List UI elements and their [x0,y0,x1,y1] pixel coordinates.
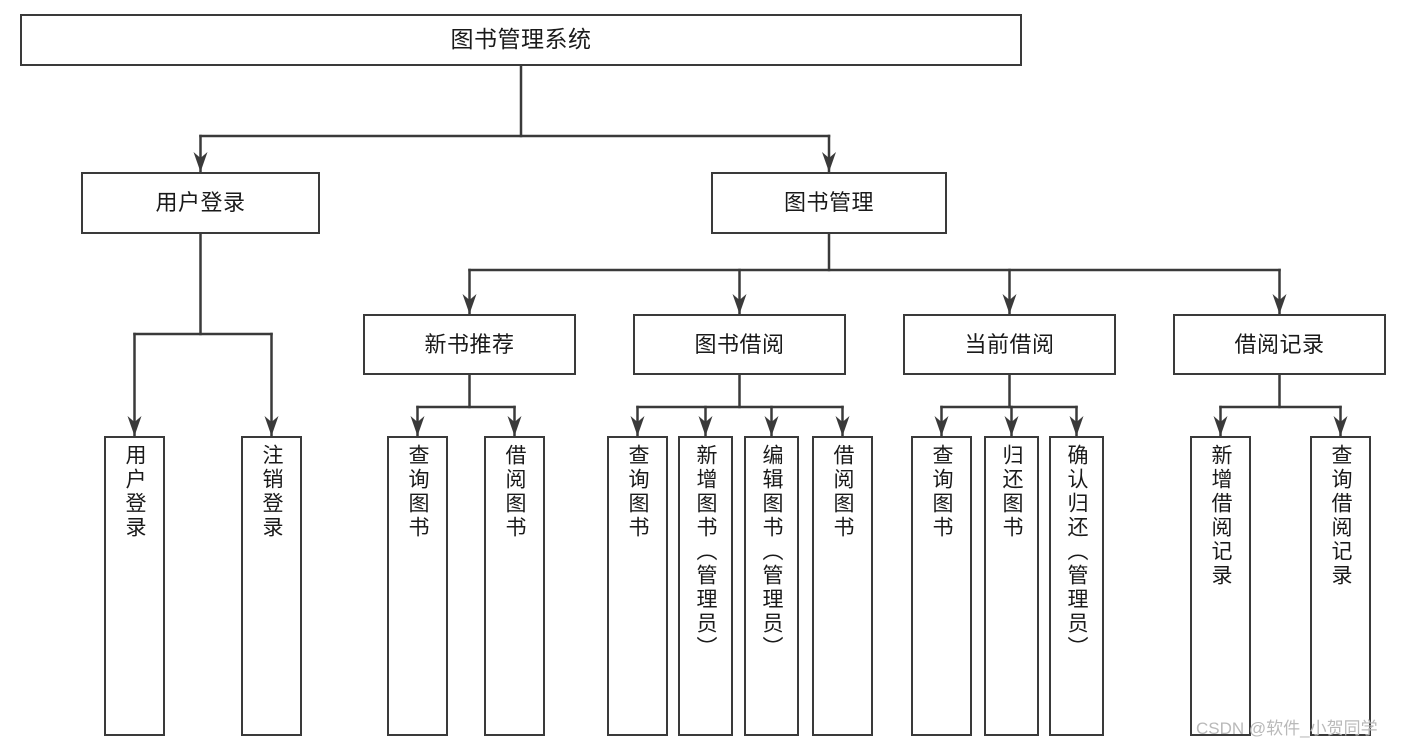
node-leaf-query-book-c[interactable]: 查询图书 [911,436,972,736]
connector-arrowhead [410,416,425,436]
connector-arrowhead [732,294,747,314]
connector-arrowhead [934,416,949,436]
node-label: 确认归还（管理员） [1065,444,1088,660]
node-label: 注销登录 [260,444,283,540]
node-leaf-borrow-book-b[interactable]: 借阅图书 [812,436,873,736]
connector-arrowhead [1069,416,1084,436]
node-leaf-confirm-return[interactable]: 确认归还（管理员） [1049,436,1104,736]
node-leaf-query-book-b[interactable]: 查询图书 [607,436,668,736]
connector-arrowhead [1333,416,1348,436]
node-leaf-query-record[interactable]: 查询借阅记录 [1310,436,1371,736]
node-label: 当前借阅 [964,331,1055,357]
connector-arrowhead [507,416,522,436]
connector-arrowhead [835,416,850,436]
connector-arrowhead [462,294,477,314]
node-label: 图书管理系统 [450,26,592,53]
connector-arrowhead [193,152,208,172]
node-label: 查询图书 [626,444,649,540]
connector-arrowhead [1213,416,1228,436]
connector-arrowhead [630,416,645,436]
node-leaf-user-login[interactable]: 用户登录 [104,436,165,736]
node-l2-new-book-rec[interactable]: 新书推荐 [363,314,576,375]
connector-arrowhead [1272,294,1287,314]
node-label: 新增借阅记录 [1209,444,1232,588]
node-l1-book-manage[interactable]: 图书管理 [711,172,947,234]
node-label: 图书借阅 [694,331,785,357]
node-label: 图书管理 [783,190,874,216]
connector-arrowhead [764,416,779,436]
node-l2-borrow-record[interactable]: 借阅记录 [1173,314,1386,375]
node-leaf-edit-book[interactable]: 编辑图书（管理员） [744,436,799,736]
connector-arrowhead [264,416,279,436]
node-l2-book-borrow[interactable]: 图书借阅 [633,314,846,375]
connector-arrowhead [822,152,836,172]
node-label: 查询借阅记录 [1329,444,1352,588]
node-leaf-add-record[interactable]: 新增借阅记录 [1190,436,1251,736]
watermark-label: CSDN @软件_小贺同学 [1196,719,1378,738]
node-label: 查询图书 [406,444,429,540]
node-leaf-query-book-a[interactable]: 查询图书 [387,436,448,736]
connector-arrowhead [1002,294,1017,314]
node-label: 用户登录 [155,190,246,216]
node-label: 归还图书 [1000,444,1023,540]
node-l1-user-login[interactable]: 用户登录 [81,172,320,234]
node-leaf-borrow-book-a[interactable]: 借阅图书 [484,436,545,736]
connector-arrowhead [1004,416,1019,436]
node-label: 借阅图书 [831,444,854,540]
node-label: 借阅图书 [503,444,526,540]
node-l2-current-borrow[interactable]: 当前借阅 [903,314,1116,375]
node-label: 用户登录 [123,444,146,540]
node-root[interactable]: 图书管理系统 [20,14,1022,66]
node-label: 借阅记录 [1234,331,1325,357]
node-label: 新增图书（管理员） [694,444,717,660]
node-label: 查询图书 [930,444,953,540]
node-label: 编辑图书（管理员） [760,444,783,660]
node-leaf-add-book[interactable]: 新增图书（管理员） [678,436,733,736]
node-leaf-user-logout[interactable]: 注销登录 [241,436,302,736]
node-label: 新书推荐 [424,331,515,357]
connector-arrowhead [698,416,713,436]
node-leaf-return-book[interactable]: 归还图书 [984,436,1039,736]
connector-arrowhead [127,416,142,436]
